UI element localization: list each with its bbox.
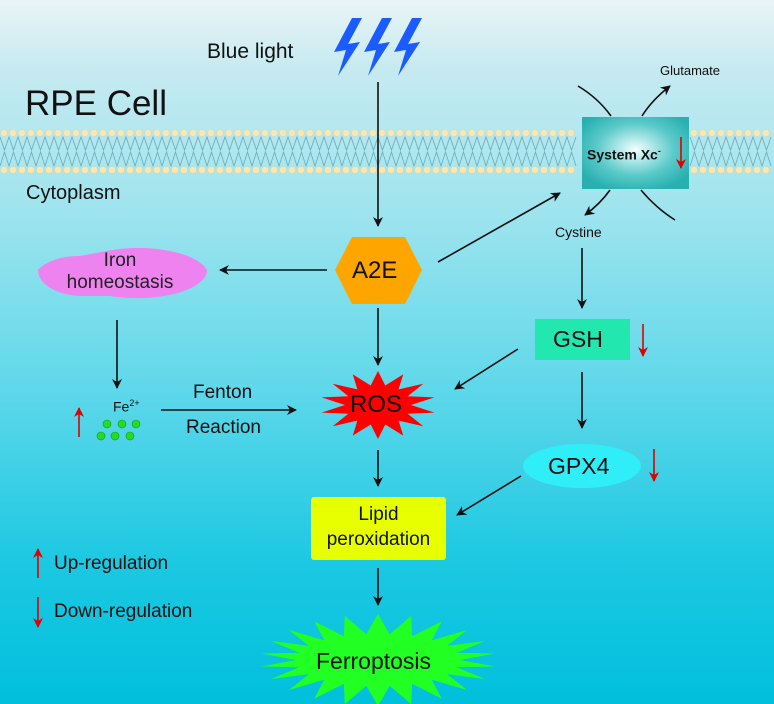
arrow-to-glutamate	[641, 85, 671, 117]
system-xc-text: System Xc	[587, 146, 658, 163]
legend-up-label: Up-regulation	[54, 553, 169, 574]
gsh-label: GSH	[553, 326, 603, 352]
arrow-gsh-to-ros	[454, 348, 519, 390]
system-xc-superscript: -	[657, 146, 661, 156]
a2e-hexagon	[335, 237, 422, 304]
ferroptosis-starburst	[261, 614, 495, 704]
fe-text: Fe	[113, 398, 130, 415]
iron-label-line1: Iron	[103, 250, 137, 271]
gpx4-ellipse	[523, 444, 641, 488]
fe-ion-dots	[96, 419, 141, 441]
transporter-curve	[577, 85, 612, 117]
blue-light-label: Blue light	[207, 40, 294, 63]
ferroptosis-label: Ferroptosis	[316, 648, 432, 674]
system-xc-label: System Xc-	[587, 146, 661, 163]
system-xc-box	[582, 117, 689, 189]
iron-homeostasis-shape	[70, 247, 208, 299]
lipid-peroxidation-label: Lipid peroxidation	[311, 502, 446, 552]
iron-homeostasis-label: Iron homeostasis	[64, 250, 176, 294]
ros-label: ROS	[350, 391, 403, 418]
iron-homeostasis-shape	[37, 251, 110, 296]
arrow-a2e-to-system-xc	[437, 192, 561, 263]
cystine-label: Cystine	[555, 224, 602, 240]
arrow-to-cystine	[584, 189, 611, 216]
iron-label-line2: homeostasis	[66, 272, 174, 293]
gsh-box	[535, 319, 630, 360]
transporter-curve	[640, 189, 676, 221]
lipid-peroxidation-box	[311, 497, 446, 560]
fenton-label: Fenton	[193, 382, 253, 403]
cell-membrane	[0, 129, 772, 174]
reaction-label: Reaction	[186, 417, 261, 438]
a2e-label: A2E	[352, 257, 398, 284]
cytoplasm-label: Cytoplasm	[26, 182, 121, 204]
arrow-gpx4-to-lipid	[456, 475, 522, 516]
lipid-label-line2: peroxidation	[326, 529, 431, 550]
ros-starburst	[321, 371, 435, 439]
fe-superscript: 2+	[129, 398, 140, 408]
lipid-label-line1: Lipid	[358, 504, 399, 525]
glutamate-label: Glutamate	[660, 63, 720, 78]
legend-down-label: Down-regulation	[54, 601, 193, 622]
rpe-cell-title: RPE Cell	[25, 84, 167, 123]
fe-label: Fe2+	[113, 398, 140, 415]
gpx4-label: GPX4	[548, 453, 610, 479]
lightning-icon	[334, 18, 422, 76]
